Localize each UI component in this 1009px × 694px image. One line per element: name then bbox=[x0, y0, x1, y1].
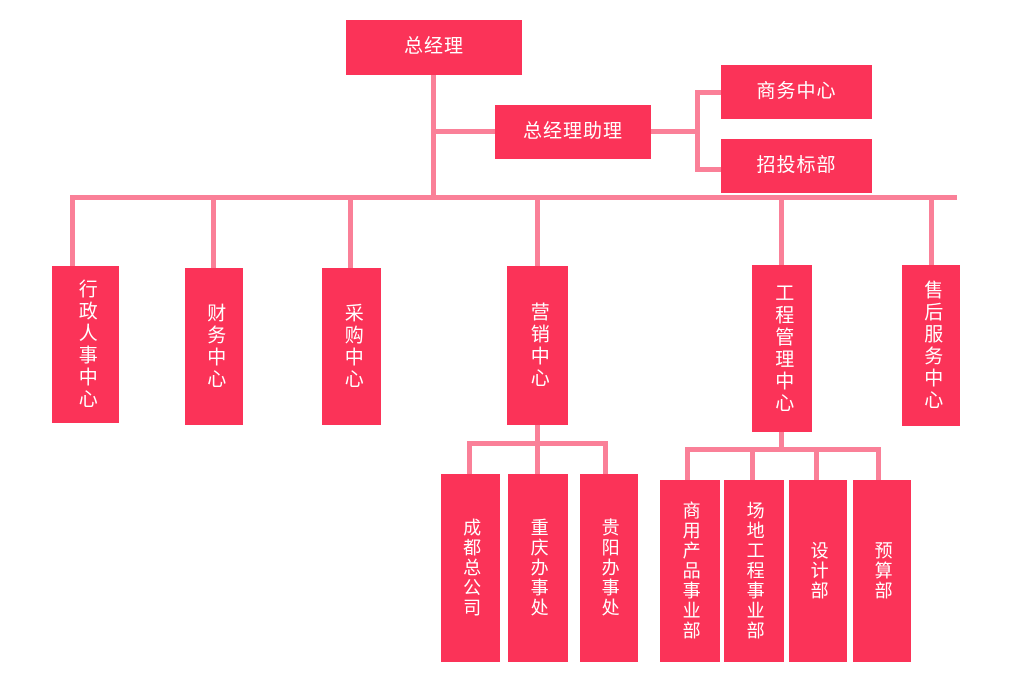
connector-drop-marketing-center bbox=[535, 195, 540, 268]
node-site-engineering-division[interactable]: 场地工程事业部 bbox=[724, 480, 784, 662]
node-chengdu-head-company[interactable]: 成都总公司 bbox=[441, 474, 500, 662]
connector-drop-guiyang-office bbox=[603, 441, 608, 475]
connector-gm-vertical bbox=[431, 74, 436, 198]
node-guiyang-office[interactable]: 贵阳办事处 bbox=[580, 474, 638, 662]
connector-staff-spine bbox=[695, 90, 700, 172]
node-admin-hr-center[interactable]: 行政人事中心 bbox=[52, 266, 119, 423]
connector-drop-chengdu-head-company bbox=[467, 441, 472, 475]
node-business-center[interactable]: 商务中心 bbox=[721, 65, 872, 119]
connector-engineering-bus bbox=[685, 447, 880, 452]
connector-drop-budget-department bbox=[876, 447, 881, 481]
connector-drop-finance-center bbox=[211, 195, 216, 268]
node-commercial-product-division[interactable]: 商用产品事业部 bbox=[660, 480, 720, 662]
connector-drop-procurement-center bbox=[348, 195, 353, 268]
connector-drop-design-department bbox=[814, 447, 819, 481]
connector-gm-to-assistant bbox=[431, 129, 497, 134]
connector-drop-site-engineering-division bbox=[750, 447, 755, 481]
node-aftersales-service-center[interactable]: 售后服务中心 bbox=[902, 265, 960, 426]
connector-staff-to-bidding-department bbox=[695, 167, 723, 172]
connector-main-bus bbox=[70, 195, 957, 200]
connector-drop-admin-hr-center bbox=[70, 195, 75, 268]
node-bidding-department[interactable]: 招投标部 bbox=[721, 139, 872, 193]
connector-staff-to-business-center bbox=[695, 90, 723, 95]
node-design-department[interactable]: 设计部 bbox=[789, 480, 847, 662]
connector-assistant-to-staff bbox=[649, 129, 699, 134]
connector-drop-commercial-product-division bbox=[685, 447, 690, 481]
node-budget-department[interactable]: 预算部 bbox=[853, 480, 911, 662]
node-finance-center[interactable]: 财务中心 bbox=[185, 268, 243, 425]
connector-drop-aftersales-service-center bbox=[929, 195, 934, 267]
node-gm-assistant[interactable]: 总经理助理 bbox=[495, 105, 651, 159]
connector-drop-engineering-management-center bbox=[779, 195, 784, 267]
node-procurement-center[interactable]: 采购中心 bbox=[322, 268, 381, 425]
connector-drop-chongqing-office bbox=[535, 441, 540, 475]
node-chongqing-office[interactable]: 重庆办事处 bbox=[508, 474, 568, 662]
connector-engineering-stem bbox=[779, 431, 784, 451]
connector-marketing-stem bbox=[535, 425, 540, 445]
node-general-manager[interactable]: 总经理 bbox=[346, 20, 522, 75]
node-engineering-management-center[interactable]: 工程管理中心 bbox=[752, 265, 812, 432]
node-marketing-center[interactable]: 营销中心 bbox=[507, 266, 568, 425]
